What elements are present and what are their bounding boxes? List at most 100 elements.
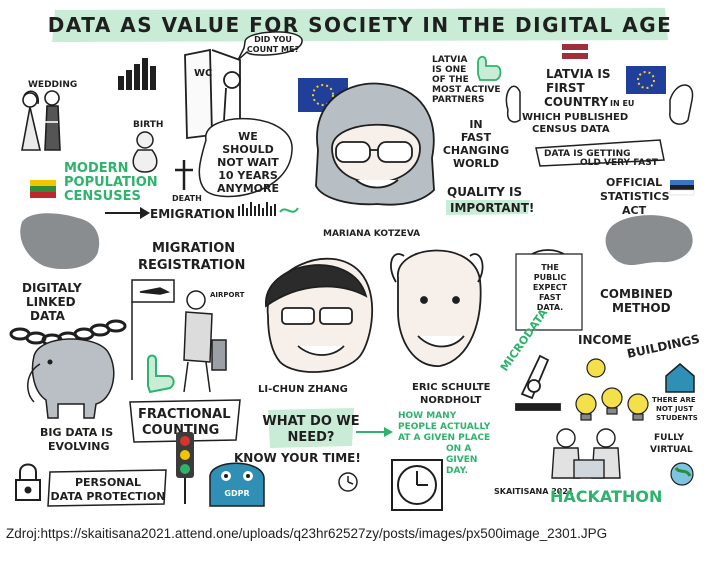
death-label: DEATH: [172, 194, 202, 203]
svg-text:THE: THE: [541, 263, 559, 272]
svg-text:BIG DATA IS: BIG DATA IS: [40, 426, 113, 439]
airport-label: AIRPORT: [210, 291, 245, 299]
svg-text:HOW MANY: HOW MANY: [398, 411, 457, 421]
wall-clock-icon: [391, 459, 443, 511]
flexing-arm-icon: [505, 84, 694, 125]
svg-text:MOST ACTIVE: MOST ACTIVE: [432, 85, 501, 95]
latvia-partner-note: LATVIA IS ONE OF THE MOST ACTIVE PARTNER…: [432, 55, 501, 105]
svg-text:WHAT DO WE: WHAT DO WE: [262, 414, 359, 429]
svg-text:METHOD: METHOD: [612, 301, 671, 315]
income-label: INCOME: [578, 333, 632, 347]
svg-text:LATVIA IS: LATVIA IS: [546, 67, 611, 81]
latvia-first-note: LATVIA IS FIRST COUNTRY IN EU WHICH PUBL…: [522, 67, 634, 135]
gravestone-cross-icon: [175, 160, 193, 190]
fully-virtual-note: FULLY VIRTUAL: [650, 433, 693, 455]
svg-text:GIVEN: GIVEN: [446, 455, 477, 465]
buildings-label: BUILDINGS: [626, 332, 701, 361]
elephant-sketch: [27, 338, 115, 419]
svg-text:OFFICIAL: OFFICIAL: [606, 176, 662, 189]
svg-text:IS ONE: IS ONE: [432, 65, 466, 75]
svg-text:COUNT ME?: COUNT ME?: [247, 45, 300, 54]
airport-traveler-sketch: [131, 279, 227, 393]
svg-text:POPULATION: POPULATION: [64, 175, 158, 190]
li-chun-zhang-portrait: [265, 257, 373, 373]
svg-text:FULLY: FULLY: [654, 433, 685, 443]
svg-text:PEOPLE ACTUALLY: PEOPLE ACTUALLY: [398, 422, 491, 432]
lithuania-flag: [30, 180, 56, 198]
speaker-li-chun: LI-CHUN ZHANG: [258, 384, 348, 395]
pointing-hand-icon: [147, 354, 175, 394]
svg-text:EXPECT: EXPECT: [533, 283, 568, 292]
baby-sketch: [132, 131, 158, 173]
svg-text:THERE ARE: THERE ARE: [652, 396, 696, 404]
birth-label: BIRTH: [133, 120, 163, 130]
modern-censuses-label: MODERN POPULATION CENSUSES: [64, 161, 158, 204]
svg-text:SHOULD: SHOULD: [222, 143, 274, 156]
svg-text:DIGITALY: DIGITALY: [22, 281, 82, 295]
big-data-label: BIG DATA IS EVOLVING: [40, 426, 113, 453]
fractional-counting-box: FRACTIONAL COUNTING: [129, 399, 241, 443]
hackathon-label: HACKATHON: [550, 487, 662, 506]
how-many-people-note: HOW MANY PEOPLE ACTUALLY AT A GIVEN PLAC…: [398, 411, 491, 476]
artist-signature: SKAITISANA 2021: [494, 487, 574, 496]
thumbs-up-icon: [477, 55, 502, 81]
estonia-map: [605, 215, 693, 266]
eric-schulte-nordholt-portrait: [390, 249, 484, 367]
combined-method-label: COMBINED METHOD: [600, 287, 673, 315]
svg-text:WORLD: WORLD: [453, 157, 499, 170]
svg-text:COUNTING: COUNTING: [142, 423, 219, 438]
svg-text:FIRST: FIRST: [546, 81, 586, 95]
estonia-flag: [669, 180, 695, 196]
data-old-fast-box: DATA IS GETTING OLD VERY FAST: [535, 139, 665, 168]
emigration-trend-line: [279, 207, 299, 213]
svg-text:PUBLIC: PUBLIC: [534, 273, 567, 282]
svg-text:LATVIA: LATVIA: [432, 55, 467, 65]
public-expect-note: THE PUBLIC EXPECT FAST DATA.: [533, 263, 568, 312]
lithuania-map: [20, 213, 100, 270]
svg-text:IN EU: IN EU: [610, 99, 634, 108]
title-text: DATA AS VALUE FOR SOCIETY IN THE DIGITAL…: [48, 13, 673, 37]
what-do-we-need-box: WHAT DO WE NEED?: [262, 408, 360, 448]
fast-changing-label: IN FAST CHANGING WORLD: [443, 118, 509, 170]
svg-text:FAST: FAST: [539, 293, 562, 302]
house-icon: [665, 363, 695, 393]
hackathon-people-sketch: [551, 428, 621, 479]
svg-text:NOT JUST: NOT JUST: [656, 405, 693, 413]
source-caption: Zdroj:https://skaitisana2021.attend.one/…: [6, 526, 608, 541]
svg-text:COUNTRY: COUNTRY: [544, 95, 609, 109]
traffic-light-icon: [176, 432, 194, 504]
title-banner: DATA AS VALUE FOR SOCIETY IN THE DIGITAL…: [48, 8, 673, 42]
svg-text:PARTNERS: PARTNERS: [432, 95, 485, 105]
microscope-icon: [515, 354, 561, 411]
svg-text:MIGRATION: MIGRATION: [152, 241, 235, 256]
svg-text:IMPORTANT!: IMPORTANT!: [450, 201, 534, 215]
not-just-students-note: THERE ARE NOT JUST STUDENTS: [652, 396, 698, 422]
svg-text:DATA PROTECTION: DATA PROTECTION: [51, 490, 166, 503]
svg-text:COMBINED: COMBINED: [600, 287, 673, 301]
know-your-time-label: KNOW YOUR TIME!: [234, 451, 361, 465]
svg-text:IN: IN: [469, 118, 482, 131]
wc-door-sketch: [184, 48, 241, 142]
svg-text:QUALITY IS: QUALITY IS: [447, 185, 522, 199]
svg-text:NOT WAIT: NOT WAIT: [217, 156, 279, 169]
globe-icon: [670, 462, 694, 486]
personal-data-box: PERSONAL DATA PROTECTION: [47, 469, 167, 507]
eu-flag-right: [626, 66, 666, 94]
svg-text:EVOLVING: EVOLVING: [48, 440, 110, 453]
svg-text:LINKED: LINKED: [26, 295, 76, 309]
emigration-arrow: EMIGRATION: [105, 207, 235, 221]
need-arrow: [356, 427, 393, 437]
statistics-act-note: OFFICIAL STATISTICS ACT: [600, 176, 670, 217]
speed-gauge-sketch: [515, 249, 583, 331]
lock-icon: [15, 463, 41, 501]
speaker-mariana: MARIANA KOTZEVA: [323, 229, 420, 239]
svg-text:ACT: ACT: [622, 204, 647, 217]
latvia-flag: [562, 44, 588, 59]
svg-text:CENSUSES: CENSUSES: [64, 189, 141, 204]
bar-chart-icon: [118, 58, 156, 90]
svg-text:DAY.: DAY.: [446, 466, 468, 476]
mariana-kotzeva-portrait: [315, 82, 435, 206]
svg-text:CENSUS DATA: CENSUS DATA: [532, 124, 610, 135]
svg-text:DATA: DATA: [30, 309, 66, 323]
